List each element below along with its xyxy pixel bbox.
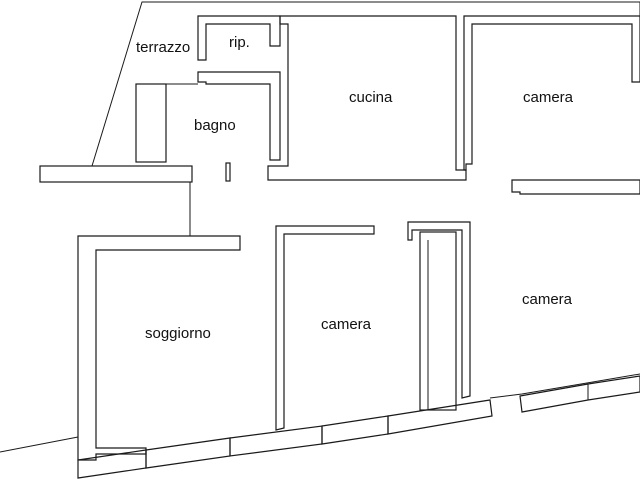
- camera-bottom-right-wall: [511, 179, 640, 195]
- ripostiglio-wall: [197, 15, 281, 61]
- soggiorno-wall: [77, 235, 241, 461]
- terrazzo-diagonal-edge: [91, 1, 640, 167]
- label-ripostiglio: rip.: [229, 34, 250, 51]
- camera-bottom-right-lower-wall: [519, 375, 640, 413]
- label-bagno: bagno: [194, 117, 236, 134]
- label-camera-center: camera: [321, 316, 372, 333]
- bottom-wall-5: [387, 399, 493, 435]
- label-terrazzo: terrazzo: [136, 39, 191, 56]
- bottom-outer-edge: [0, 436, 79, 453]
- bottom-wall-2: [145, 437, 231, 469]
- label-soggiorno: soggiorno: [145, 325, 211, 342]
- bagno-door-jamb: [225, 162, 231, 182]
- closet-wall: [419, 231, 457, 411]
- label-cucina: cucina: [349, 89, 393, 106]
- bottom-wall-4: [321, 415, 389, 445]
- label-camera-bottom-right: camera: [522, 291, 573, 308]
- camera-top-right-wall: [463, 15, 640, 171]
- label-camera-top-right: camera: [523, 89, 574, 106]
- cucina-wall: [267, 15, 467, 181]
- terrazzo-threshold-wall: [39, 165, 193, 183]
- camera-center-wall: [275, 225, 375, 431]
- bottom-outer-edge-right: [489, 373, 640, 399]
- camera-center-right-wall: [407, 221, 471, 399]
- bagno-wall: [197, 71, 281, 161]
- bagno-shower: [135, 83, 167, 163]
